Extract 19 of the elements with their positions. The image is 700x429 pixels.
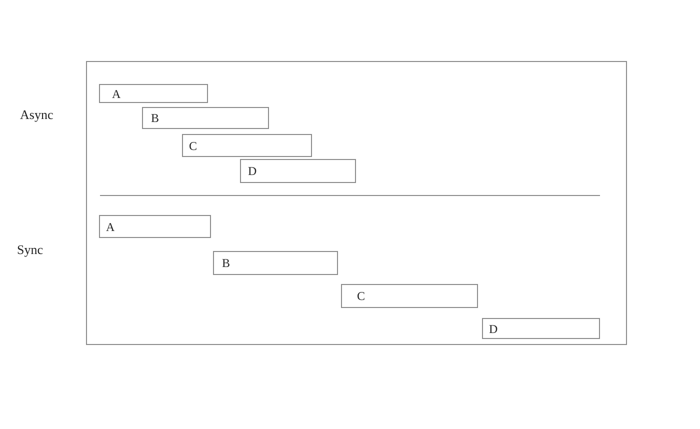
task-label: D	[248, 165, 257, 177]
task-label: A	[112, 88, 121, 100]
timeline-frame	[86, 61, 627, 345]
task-label: B	[222, 257, 230, 269]
task-label: B	[151, 112, 160, 124]
task-bar	[341, 284, 478, 308]
task-bar	[482, 318, 600, 339]
task-bar	[142, 107, 269, 129]
task-bar	[99, 215, 211, 238]
task-bar	[240, 159, 356, 183]
task-label: C	[189, 140, 198, 152]
task-label: D	[489, 322, 498, 334]
row-label: Sync	[17, 243, 43, 256]
row-label: Async	[20, 108, 54, 121]
task-bar	[213, 251, 338, 275]
task-label: A	[106, 220, 115, 232]
task-bar	[182, 134, 312, 157]
task-bar	[99, 84, 208, 103]
task-label: C	[357, 290, 366, 302]
